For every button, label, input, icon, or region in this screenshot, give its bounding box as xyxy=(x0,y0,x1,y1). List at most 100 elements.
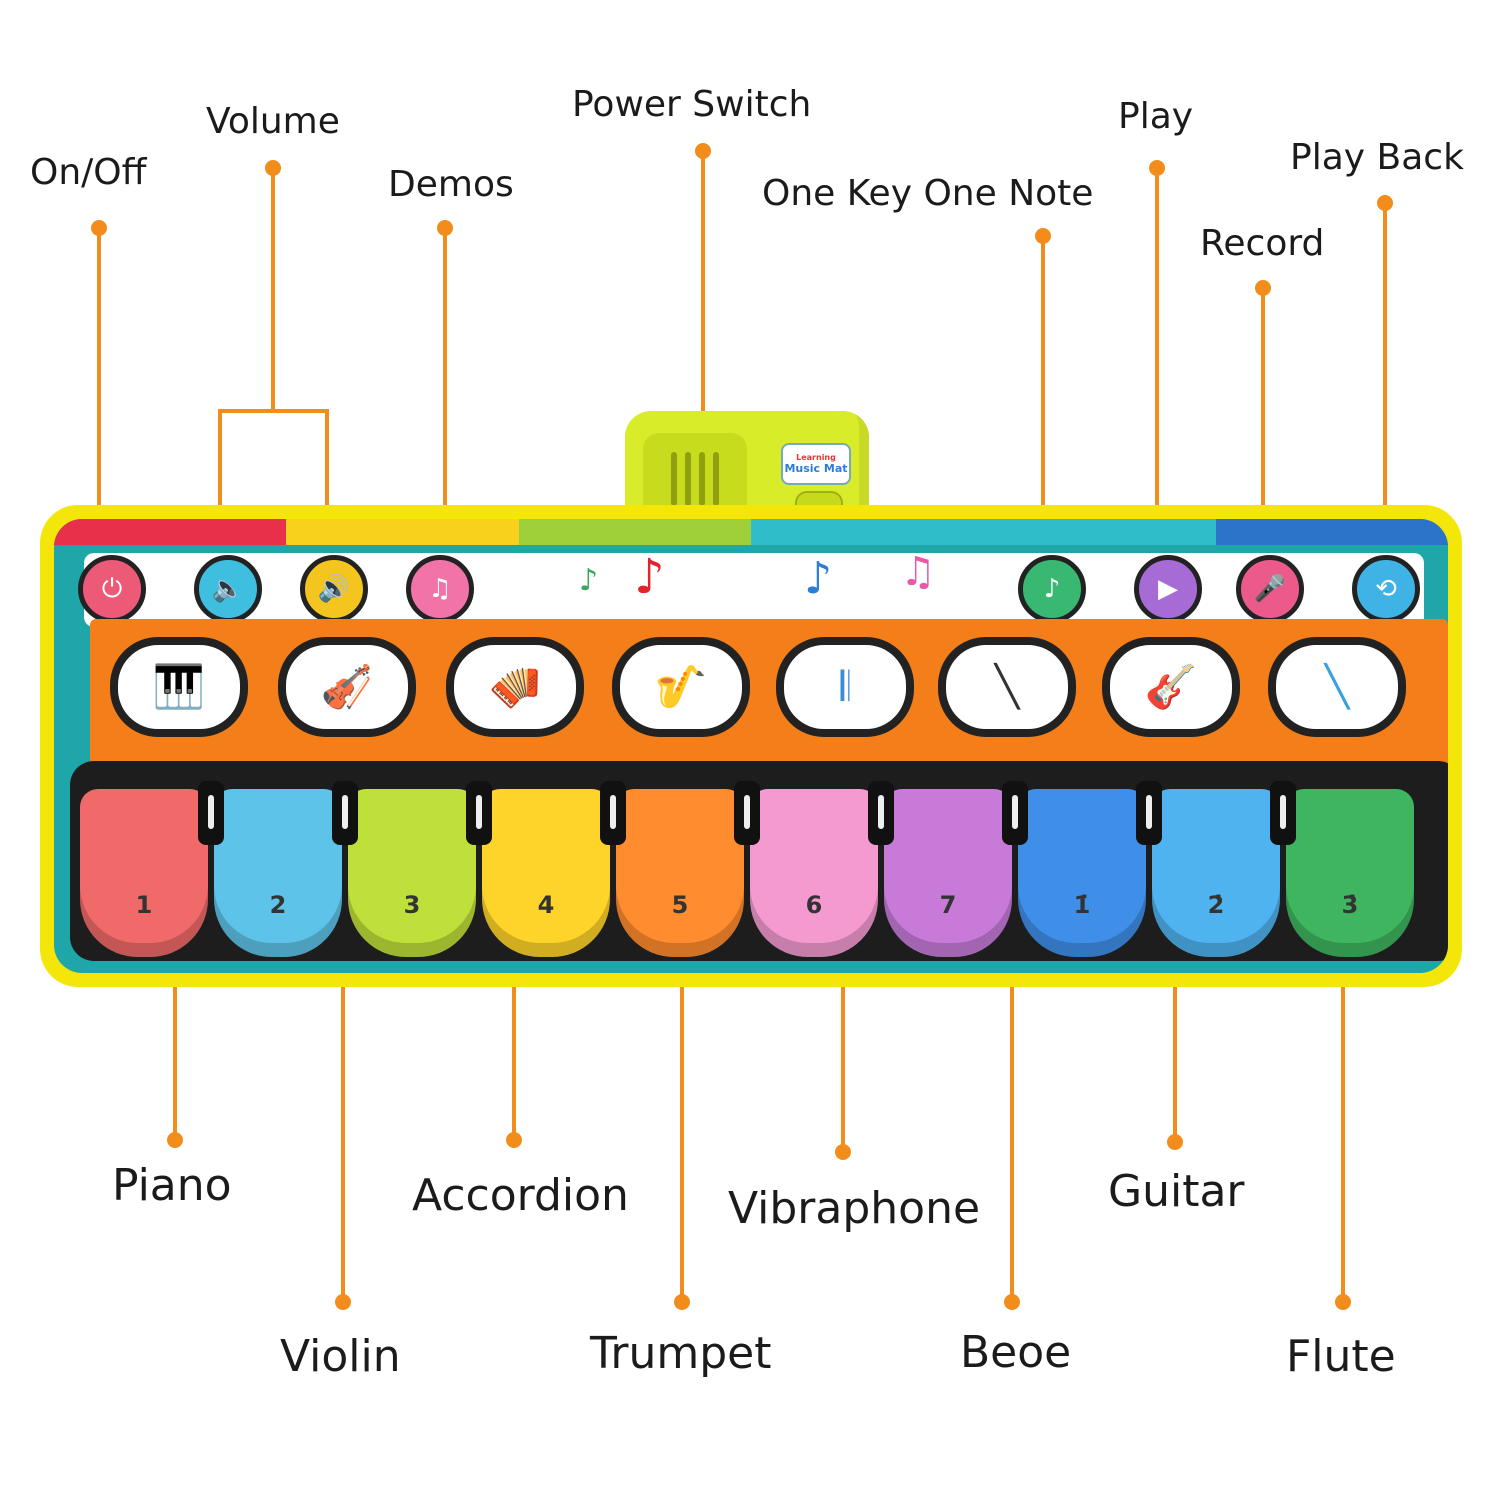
key-number: 3̇ xyxy=(1341,891,1359,919)
callout-dot xyxy=(265,160,281,176)
label-volume: Volume xyxy=(206,101,340,142)
beoe-pad[interactable]: ╲ xyxy=(938,637,1076,737)
label-demos: Demos xyxy=(388,164,514,205)
callout-volume-line-a xyxy=(218,168,275,570)
flute-pad[interactable]: ╲ xyxy=(1268,637,1406,737)
key-number: 1̇ xyxy=(1073,891,1091,919)
callout-dot xyxy=(437,220,453,236)
label-guitar: Guitar xyxy=(1108,1166,1245,1217)
callout-dot xyxy=(695,143,711,159)
guitar-pad[interactable]: 🎸 xyxy=(1102,637,1240,737)
key-divider xyxy=(1136,781,1162,845)
piano-key[interactable]: 2 xyxy=(214,789,342,957)
label-trumpet: Trumpet xyxy=(590,1328,772,1379)
saxophone-icon: 🎷 xyxy=(654,662,708,711)
callout-dot xyxy=(91,220,107,236)
piano-pad[interactable]: 🎹 xyxy=(110,637,248,737)
key-divider xyxy=(332,781,358,845)
badge-line1: Learning xyxy=(796,453,836,462)
callout-dot xyxy=(1035,228,1051,244)
callout-dot xyxy=(1004,1294,1020,1310)
xylophone-icon: 𝄃 xyxy=(840,664,850,710)
callout-dot xyxy=(1255,280,1271,296)
one-key-one-note-button[interactable]: ♪ xyxy=(1018,555,1086,623)
piano-key[interactable]: 1̇ xyxy=(1018,789,1146,957)
piano-key[interactable]: 3 xyxy=(348,789,476,957)
key-divider xyxy=(868,781,894,845)
callout-dot xyxy=(674,1294,690,1310)
accordion-pad[interactable]: 🪗 xyxy=(446,637,584,737)
piano-icon: 🎹 xyxy=(152,662,206,711)
key-number: 6 xyxy=(805,891,823,919)
key-divider xyxy=(466,781,492,845)
key-divider xyxy=(198,781,224,845)
flute-icon: ╲ xyxy=(1324,664,1350,710)
play-icon: ▶ xyxy=(1158,574,1178,604)
music-note-icon: ♫ xyxy=(900,549,936,595)
mat-body: ⏻ 🔈 🔊 ♫ ♪ ▶ 🎤 ⟲ ♪ ♪ ♪ ♫ 🎹 🎻 🪗 🎷 𝄃 ╲ 🎸 ╲ … xyxy=(54,519,1448,973)
trumpet-pad[interactable]: 🎷 xyxy=(612,637,750,737)
callout-dot xyxy=(1167,1134,1183,1150)
callout-dot xyxy=(1149,160,1165,176)
piano-key[interactable]: 7 xyxy=(884,789,1012,957)
key-number: 2̇ xyxy=(1207,891,1225,919)
key-divider xyxy=(1002,781,1028,845)
label-play-back: Play Back xyxy=(1290,137,1464,178)
key-number: 7 xyxy=(939,891,957,919)
piano-key[interactable]: 2̇ xyxy=(1152,789,1280,957)
music-disc-icon: ♫ xyxy=(428,574,452,604)
label-violin: Violin xyxy=(280,1331,401,1382)
play-button[interactable]: ▶ xyxy=(1134,555,1202,623)
piano-key[interactable]: 6 xyxy=(750,789,878,957)
label-piano: Piano xyxy=(112,1160,232,1211)
key-divider xyxy=(734,781,760,845)
key-divider xyxy=(1270,781,1296,845)
callout-dot xyxy=(835,1144,851,1160)
volume-down-button[interactable]: 🔈 xyxy=(194,555,262,623)
callout-dot xyxy=(1335,1294,1351,1310)
label-play: Play xyxy=(1118,96,1194,137)
music-note-icon: ♪ xyxy=(634,549,665,605)
music-mat-badge: Learning Music Mat xyxy=(781,443,851,485)
key-number: 1 xyxy=(135,891,153,919)
hand-note-icon: ♪ xyxy=(1043,574,1061,604)
music-note-icon: ♪ xyxy=(804,553,833,604)
guitar-icon: 🎸 xyxy=(1144,662,1198,711)
demos-button[interactable]: ♫ xyxy=(406,555,474,623)
key-number: 3 xyxy=(403,891,421,919)
label-on-off: On/Off xyxy=(30,152,147,193)
callout-dot xyxy=(1377,195,1393,211)
violin-pad[interactable]: 🎻 xyxy=(278,637,416,737)
volume-up-button[interactable]: 🔊 xyxy=(300,555,368,623)
piano-key[interactable]: 4 xyxy=(482,789,610,957)
volume-up-icon: 🔊 xyxy=(317,574,351,604)
piano-key[interactable]: 1 xyxy=(80,789,208,957)
vibraphone-pad[interactable]: 𝄃 xyxy=(776,637,914,737)
violin-icon: 🎻 xyxy=(320,662,374,711)
label-power-switch: Power Switch xyxy=(572,84,812,125)
label-vibraphone: Vibraphone xyxy=(728,1183,981,1234)
control-strip xyxy=(84,553,1424,627)
label-record: Record xyxy=(1200,223,1325,264)
callout-dot xyxy=(167,1132,183,1148)
accordion-icon: 🪗 xyxy=(488,662,542,711)
key-number: 5 xyxy=(671,891,689,919)
rainbow-stripe xyxy=(54,519,1448,545)
piano-key[interactable]: 5 xyxy=(616,789,744,957)
label-flute: Flute xyxy=(1286,1331,1396,1382)
label-one-key-one-note: One Key One Note xyxy=(762,173,1094,214)
key-divider xyxy=(600,781,626,845)
badge-line2: Music Mat xyxy=(784,462,848,475)
play-back-button[interactable]: ⟲ xyxy=(1352,555,1420,623)
piano-key[interactable]: 3̇ xyxy=(1286,789,1414,957)
label-beoe: Beoe xyxy=(960,1327,1072,1378)
power-icon: ⏻ xyxy=(101,573,123,604)
music-mat: ⏻ 🔈 🔊 ♫ ♪ ▶ 🎤 ⟲ ♪ ♪ ♪ ♫ 🎹 🎻 🪗 🎷 𝄃 ╲ 🎸 ╲ … xyxy=(40,505,1462,987)
key-number: 4 xyxy=(537,891,555,919)
callout-dot xyxy=(335,1294,351,1310)
record-button[interactable]: 🎤 xyxy=(1236,555,1304,623)
on-off-button[interactable]: ⏻ xyxy=(78,555,146,623)
microphone-icon: 🎤 xyxy=(1253,574,1287,604)
key-number: 2 xyxy=(269,891,287,919)
playback-icon: ⟲ xyxy=(1375,574,1397,604)
